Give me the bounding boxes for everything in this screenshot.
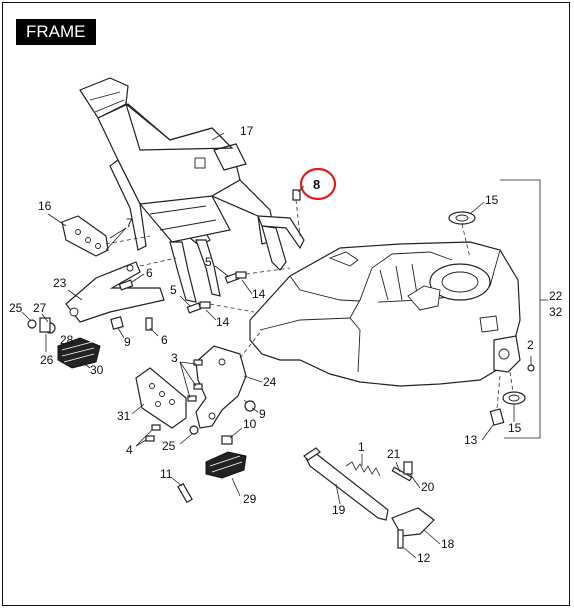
clip-26	[39, 317, 51, 333]
callout-15-bottom: 15	[508, 421, 522, 435]
callout-15-top: 15	[485, 193, 499, 207]
bolt-5-lower	[186, 302, 202, 314]
grommet-15-top	[448, 211, 476, 259]
callout-16: 16	[38, 199, 52, 213]
callout-20: 20	[421, 480, 435, 494]
bolt-20	[403, 461, 413, 475]
callout-5-lower: 5	[170, 283, 177, 297]
bolt-13	[489, 375, 505, 426]
plate-16	[61, 215, 151, 257]
screw-3-b	[193, 383, 203, 390]
callout-bracket	[500, 179, 548, 439]
callout-6-lower: 6	[161, 333, 168, 347]
bushing-9-left	[110, 316, 124, 330]
callout-labels: 17 16 7 23 6 5 14 5 14 6 25 27 2	[9, 124, 563, 565]
screw-4-a	[151, 424, 161, 431]
callout-6-upper: 6	[146, 266, 153, 280]
screw-3-c	[187, 395, 197, 402]
callout-14-upper: 14	[252, 287, 266, 301]
washer-14-lower	[199, 301, 211, 309]
callout-8-highlighted: 8	[297, 167, 337, 201]
callout-14-lower: 14	[216, 315, 230, 329]
sidestand-19	[303, 447, 389, 521]
footpeg-30	[57, 337, 101, 369]
page-border	[2, 2, 570, 606]
callout-9-left: 9	[124, 335, 131, 349]
callout-32: 32	[549, 305, 563, 319]
nut-25-left	[27, 319, 37, 329]
plate-31	[135, 367, 187, 429]
callout-8: 8	[313, 177, 320, 192]
callout-26: 26	[40, 353, 54, 367]
callout-1: 1	[358, 440, 365, 454]
pin-11	[177, 482, 193, 504]
callout-10: 10	[243, 417, 257, 431]
callout-7: 7	[126, 216, 133, 230]
footpeg-29	[205, 451, 247, 479]
page-title: FRAME	[16, 19, 96, 45]
callout-30: 30	[90, 363, 104, 377]
callout-5-upper: 5	[205, 255, 212, 269]
screw-2	[527, 356, 535, 372]
bolt-12	[397, 529, 404, 549]
screw-4-b	[145, 435, 155, 442]
callout-3: 3	[171, 351, 178, 365]
callout-25-left: 25	[9, 301, 23, 315]
callout-17: 17	[240, 124, 254, 138]
spring-1	[345, 461, 381, 477]
callout-21: 21	[387, 447, 401, 461]
callout-2: 2	[527, 338, 534, 352]
callout-19: 19	[332, 503, 346, 517]
main-frame	[249, 241, 521, 387]
callout-28: 28	[60, 333, 74, 347]
callout-29: 29	[243, 492, 257, 506]
nut-10	[221, 435, 233, 445]
bolt-6-upper	[118, 279, 134, 291]
callout-22: 22	[549, 289, 563, 303]
callout-24: 24	[263, 375, 277, 389]
callout-27: 27	[33, 301, 47, 315]
bracket-23	[65, 257, 177, 323]
callout-18: 18	[441, 537, 455, 551]
callout-4: 4	[126, 443, 133, 457]
screw-3-a	[193, 359, 203, 366]
bracket-24	[195, 329, 263, 429]
callout-12: 12	[417, 551, 431, 565]
grommet-15-bottom	[502, 371, 526, 405]
highlight-circle	[299, 167, 337, 201]
rear-subframe	[79, 77, 305, 303]
callout-9-right: 9	[259, 407, 266, 421]
pin-21	[391, 466, 413, 482]
callout-23: 23	[53, 276, 67, 290]
callout-11: 11	[160, 467, 173, 481]
washer-14-upper	[235, 271, 247, 279]
nut-25-right	[189, 425, 199, 435]
bushing-9-right	[244, 400, 256, 412]
bolt-6-lower	[145, 317, 153, 331]
callout-25-right: 25	[162, 439, 176, 453]
callout-31: 31	[117, 409, 131, 423]
callout-13: 13	[464, 433, 478, 447]
bushing-8	[292, 189, 301, 237]
